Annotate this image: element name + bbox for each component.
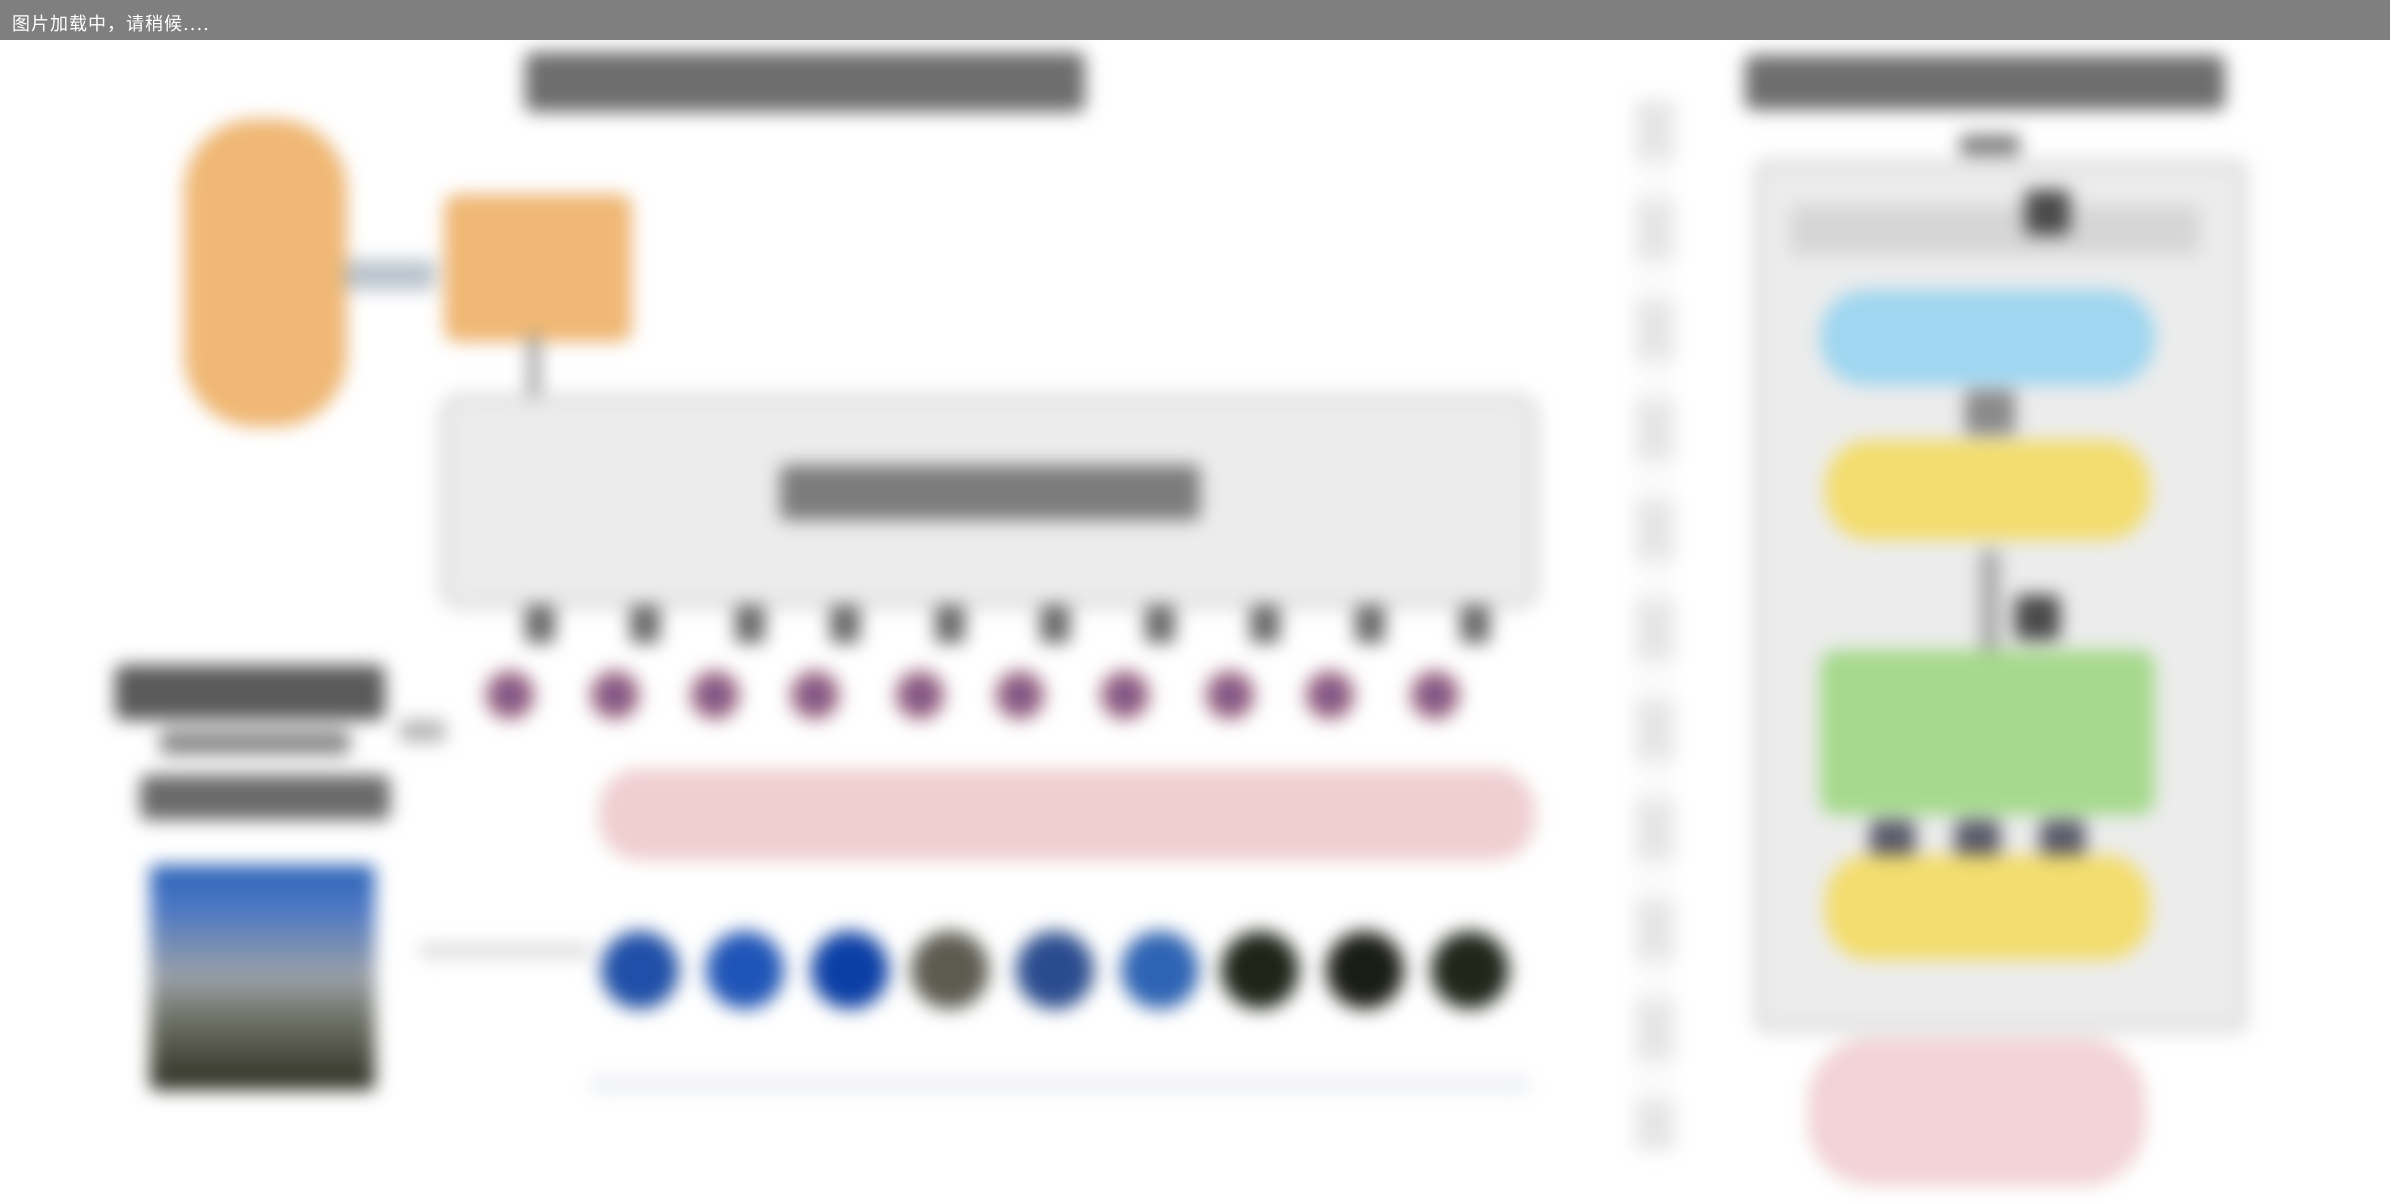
blurred-image-placeholder (0, 40, 2390, 1202)
image-token-disc (810, 930, 890, 1010)
connector-line (1980, 550, 2000, 650)
image-token-disc (1120, 930, 1200, 1010)
gray-panel-label-block (780, 465, 1200, 520)
image-token-disc (705, 930, 785, 1010)
token-node (895, 670, 945, 720)
right-subtitle-block (1960, 135, 2020, 155)
divider (1635, 100, 1675, 1150)
image-token-disc (1430, 930, 1510, 1010)
left-label-block (140, 775, 390, 820)
dark-square (2025, 190, 2070, 235)
yellow-pill (1825, 855, 2150, 960)
blue-pill (1820, 290, 2155, 385)
arrow-connector (420, 945, 590, 957)
pink-band (600, 770, 1534, 859)
token-node (1205, 670, 1255, 720)
token-node (1100, 670, 1150, 720)
token-arrow (935, 605, 965, 643)
dark-square (2040, 820, 2085, 860)
token-node (485, 670, 535, 720)
right-frame-header-block (1790, 205, 2200, 255)
right-title-block (1745, 55, 2225, 110)
token-arrow (525, 605, 555, 643)
caption-line (590, 1080, 1530, 1090)
loading-bar: 图片加载中，请稍候.... (0, 0, 2390, 40)
token-node (995, 670, 1045, 720)
token-arrow (830, 605, 860, 643)
loading-message: 图片加载中，请稍候.... (12, 14, 210, 35)
token-node (1305, 670, 1355, 720)
token-arrow (1250, 605, 1280, 643)
token-arrow (1040, 605, 1070, 643)
token-arrow (1460, 605, 1490, 643)
image-token-disc (1325, 930, 1405, 1010)
arrow-connector (400, 720, 445, 742)
image-token-disc (1015, 930, 1095, 1010)
connector-line (1965, 390, 2015, 435)
orange-box (445, 195, 631, 341)
token-arrow (630, 605, 660, 643)
token-arrow (735, 605, 765, 643)
image-token-disc (910, 930, 990, 1010)
image-token-disc (600, 930, 680, 1010)
token-node (790, 670, 840, 720)
token-arrow (1145, 605, 1175, 643)
pink-block (1810, 1040, 2144, 1184)
connector-line (528, 335, 540, 395)
left-label-block (115, 665, 385, 720)
yellow-pill (1825, 440, 2150, 540)
left-title-block (525, 52, 1085, 112)
dark-square (1955, 820, 2000, 860)
arrow-connector (345, 260, 435, 290)
token-node (590, 670, 640, 720)
photo-thumbnail (150, 865, 375, 1090)
dark-square (1870, 820, 1915, 860)
green-block (1820, 650, 2155, 815)
token-node (1410, 670, 1460, 720)
token-arrow (1355, 605, 1385, 643)
dark-square (2015, 595, 2060, 640)
left-sublabel-block (160, 730, 350, 755)
token-node (690, 670, 740, 720)
orange-capsule (185, 120, 346, 426)
image-token-disc (1220, 930, 1300, 1010)
